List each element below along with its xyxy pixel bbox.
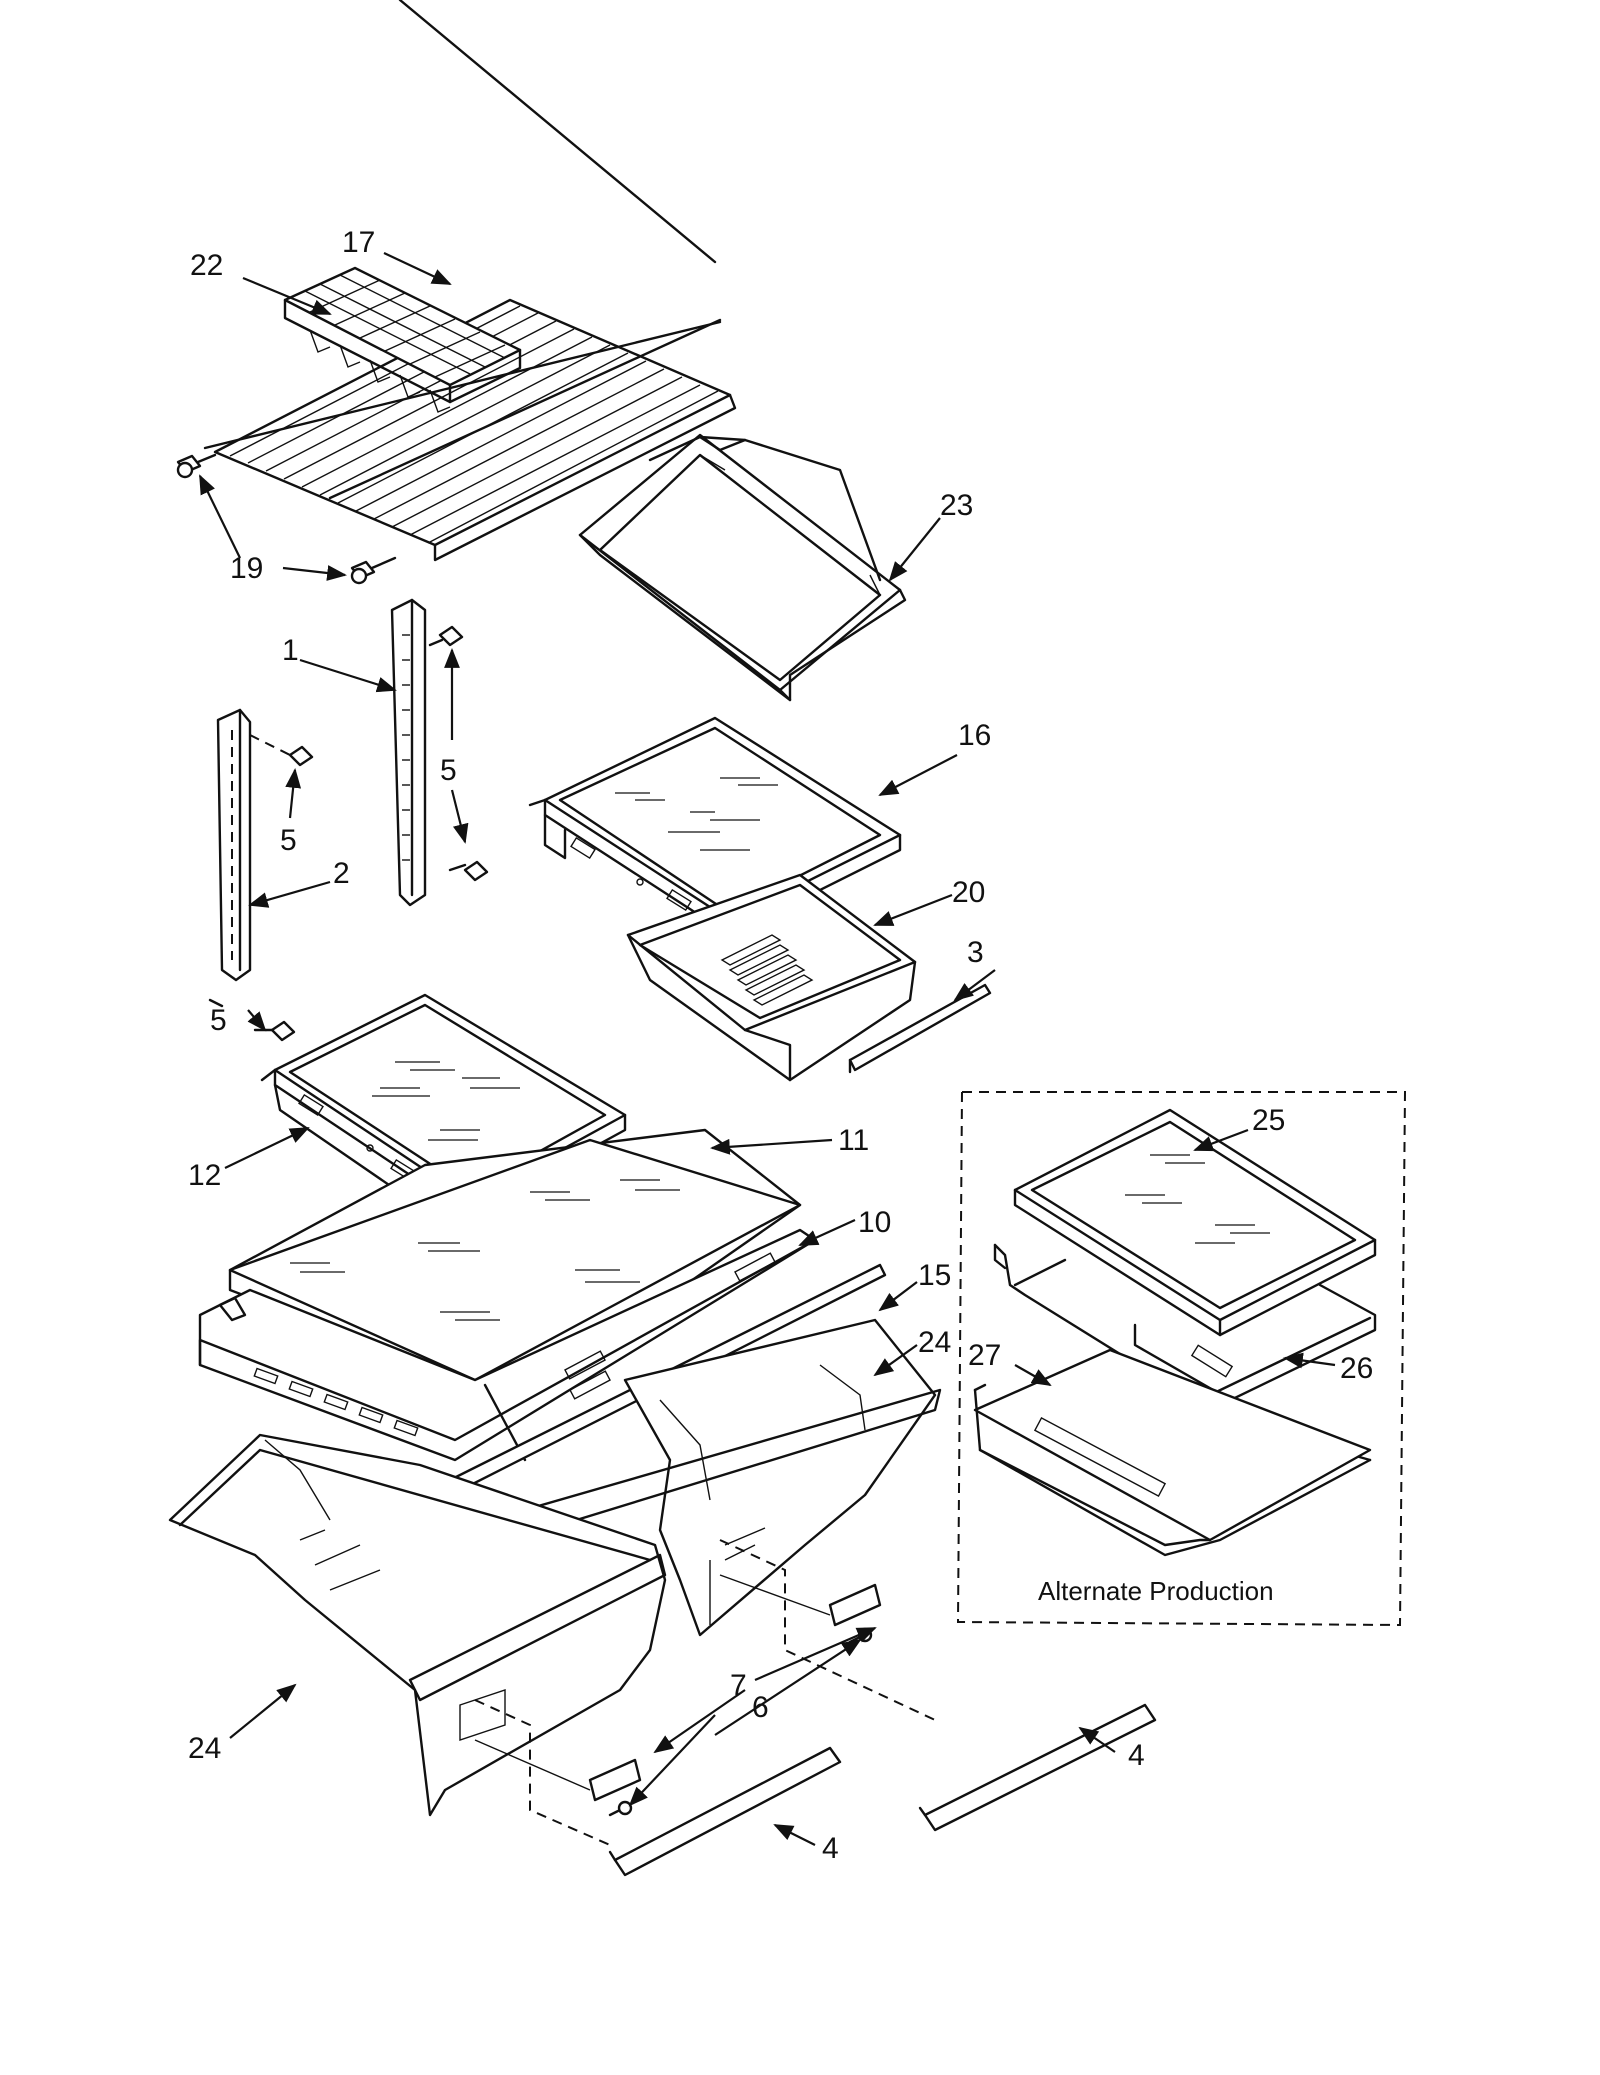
- callout-4-lower: 4: [822, 1832, 839, 1865]
- glass-insert-part-11: [228, 1128, 802, 1402]
- callout-6: 6: [752, 1691, 769, 1724]
- callout-10: 10: [858, 1206, 891, 1239]
- callout-15: 15: [918, 1259, 951, 1292]
- callout-23: 23: [940, 489, 973, 522]
- callout-25: 25: [1252, 1104, 1285, 1137]
- callout-5-upper-right: 5: [440, 754, 457, 787]
- callout-19: 19: [230, 552, 263, 585]
- callout-7: 7: [730, 1669, 747, 1702]
- alternate-production-label: Alternate Production: [1038, 1576, 1274, 1606]
- alternate-production-box: [956, 1091, 1407, 1627]
- callout-5-mid-left: 5: [280, 824, 297, 857]
- callout-3: 3: [967, 936, 984, 969]
- callout-2: 2: [333, 857, 350, 890]
- glass-shelf-part-12: [260, 993, 627, 1222]
- callout-1: 1: [282, 634, 299, 667]
- assembly-dash-lines: [474, 1539, 936, 1846]
- crisper-support-part-7: [588, 1583, 882, 1802]
- screw-part-5: [249, 625, 489, 1042]
- callout-20: 20: [952, 876, 985, 909]
- crisper-drawer-left-part-24: [168, 1433, 667, 1817]
- callout-16: 16: [958, 719, 991, 752]
- callout-26: 26: [1340, 1352, 1373, 1385]
- callout-labels: 22 17 19 23 1 5 5 2 5 16 20 3 12 11 10 1…: [188, 226, 1373, 1865]
- shelf-ladder-rail-part-1: [390, 598, 427, 907]
- crisper-clip-part-6: [608, 1627, 873, 1817]
- callout-24-right: 24: [918, 1326, 951, 1359]
- callout-22: 22: [190, 249, 223, 282]
- drawer-trim-part-3: [848, 983, 992, 1074]
- callout-4-right: 4: [1128, 1739, 1145, 1772]
- meat-drawer-part-20: [626, 873, 917, 1082]
- callout-24-left: 24: [188, 1732, 221, 1765]
- wire-shelf-part-17: [203, 0, 737, 562]
- utility-bin-part-23: [578, 433, 907, 702]
- shelf-pin-part-19: [176, 453, 397, 585]
- crisper-trim-part-4: [608, 1703, 1157, 1877]
- callout-11: 11: [838, 1124, 869, 1157]
- callout-12: 12: [188, 1159, 221, 1192]
- callout-27: 27: [968, 1339, 1001, 1372]
- callout-17: 17: [342, 226, 375, 259]
- callout-arrows: [199, 252, 1336, 1846]
- callout-5-lower-left: 5: [210, 1004, 227, 1037]
- ice-tray-part-22: [283, 266, 522, 413]
- glass-shelf-part-16: [528, 716, 902, 937]
- shelf-ladder-rail-part-2: [208, 708, 252, 1008]
